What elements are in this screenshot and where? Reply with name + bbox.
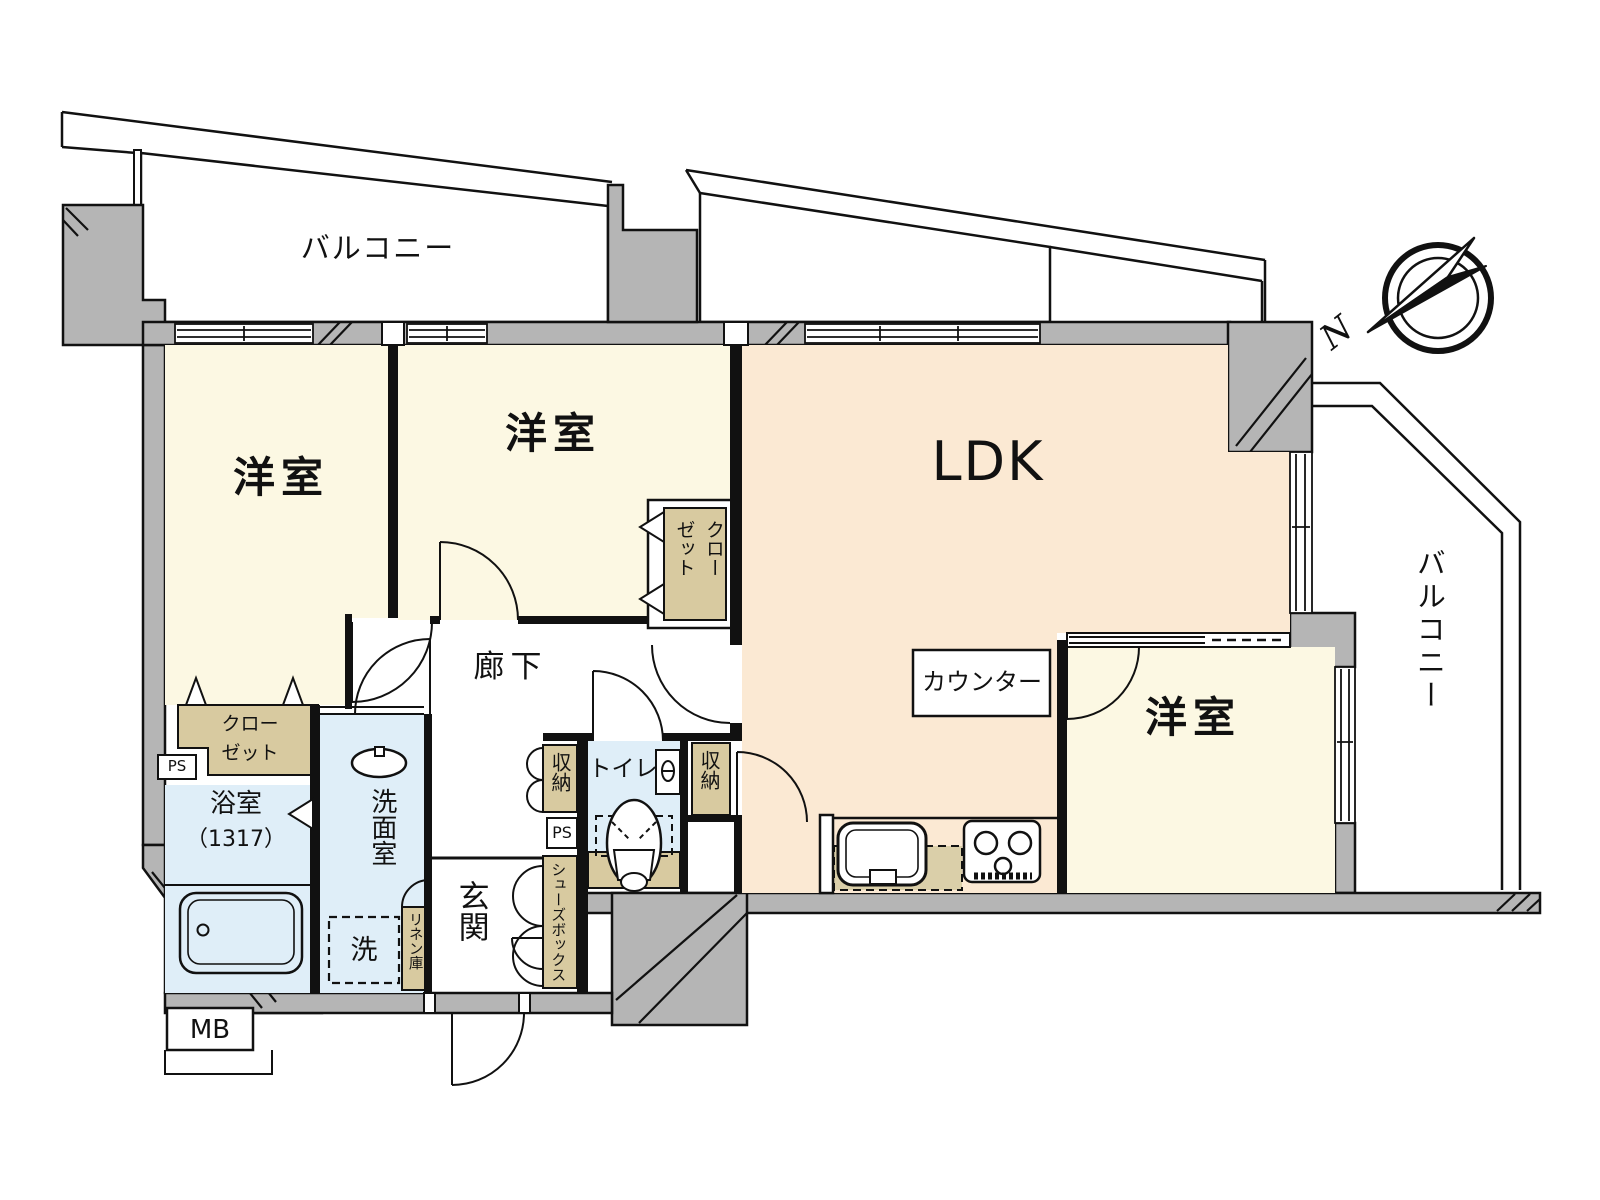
kitchen [818, 813, 1042, 895]
closet-side-label: クローゼット [673, 519, 725, 577]
closet-front-line1: クロー [221, 713, 279, 735]
ps-box-1 [546, 817, 578, 849]
bedroom2-label: 洋室 [504, 409, 601, 458]
room-bedroom1 [165, 345, 388, 705]
toilet-paper-holder [655, 749, 681, 795]
closet-front-door-icon [281, 675, 305, 706]
balcony-top-left [60, 110, 613, 324]
storage-right-label: 収納 [697, 750, 721, 790]
shoe-box-label: シューズボックス [549, 862, 568, 982]
label-boxes [157, 648, 1052, 1052]
toilet-fixture [595, 749, 681, 892]
porch-outline [164, 1050, 273, 1075]
bathroom-label: 浴室 （1317） [172, 788, 300, 856]
bedroom3-label: 洋室 [1144, 693, 1241, 742]
bathtub [178, 891, 304, 975]
compass [1366, 236, 1494, 354]
closet-side-door-icon [638, 582, 665, 616]
closet-side-door-icon [638, 510, 665, 544]
closet-front-door-icon [184, 675, 208, 706]
closet-front-line2: ゼット [221, 742, 279, 765]
bathroom-name: 浴室 [209, 789, 262, 819]
ldk-label: LDK [931, 430, 1045, 493]
compass-outer-ring [1382, 242, 1494, 354]
counter-label: カウンター [922, 668, 1042, 696]
storage-right [691, 742, 731, 816]
closet-front-label: クローゼット [200, 710, 300, 769]
room-bedroom3 [1067, 647, 1335, 893]
bath-door-icon [287, 797, 314, 831]
thin-wall-lines [165, 706, 1057, 886]
ps-box-2 [157, 754, 197, 780]
washing-machine [327, 915, 401, 985]
meter-box-label: MB [189, 1015, 231, 1045]
pipe-space-2-label: PS [167, 757, 187, 775]
partition-bedroom3 [1066, 632, 1291, 648]
toilet-label: トイレ [588, 756, 658, 782]
room-fills [165, 345, 1335, 993]
mb-box [165, 1006, 255, 1052]
washer-label: 洗 [350, 935, 378, 966]
bedroom1-label: 洋室 [232, 453, 329, 502]
bathroom-size: （1317） [186, 826, 286, 852]
compass-inner-ring [1396, 256, 1480, 340]
storage-left-label: 収納 [548, 752, 572, 792]
entrance-label: 玄関 [452, 880, 489, 942]
pipe-space-1-label: PS [552, 823, 572, 842]
balcony-right [1313, 381, 1522, 890]
balcony-top-label: バルコニー [300, 231, 456, 265]
corridor-label: 廊下 [473, 649, 548, 685]
linen-label: リネン庫 [406, 912, 423, 970]
washroom-label: 洗面室 [366, 788, 397, 866]
folding-door-symbols [184, 510, 665, 831]
room-ldk [742, 345, 1290, 893]
closet-side [663, 507, 727, 621]
compass-needle-black [1367, 265, 1487, 333]
counter-box [911, 648, 1052, 718]
balcony-right-label: バルコニー [1412, 548, 1447, 713]
doors [351, 541, 1140, 1086]
windows [174, 321, 1356, 824]
balcony-top-right [684, 168, 1267, 324]
interior-walls [310, 345, 1067, 993]
wash-basin [350, 746, 408, 779]
